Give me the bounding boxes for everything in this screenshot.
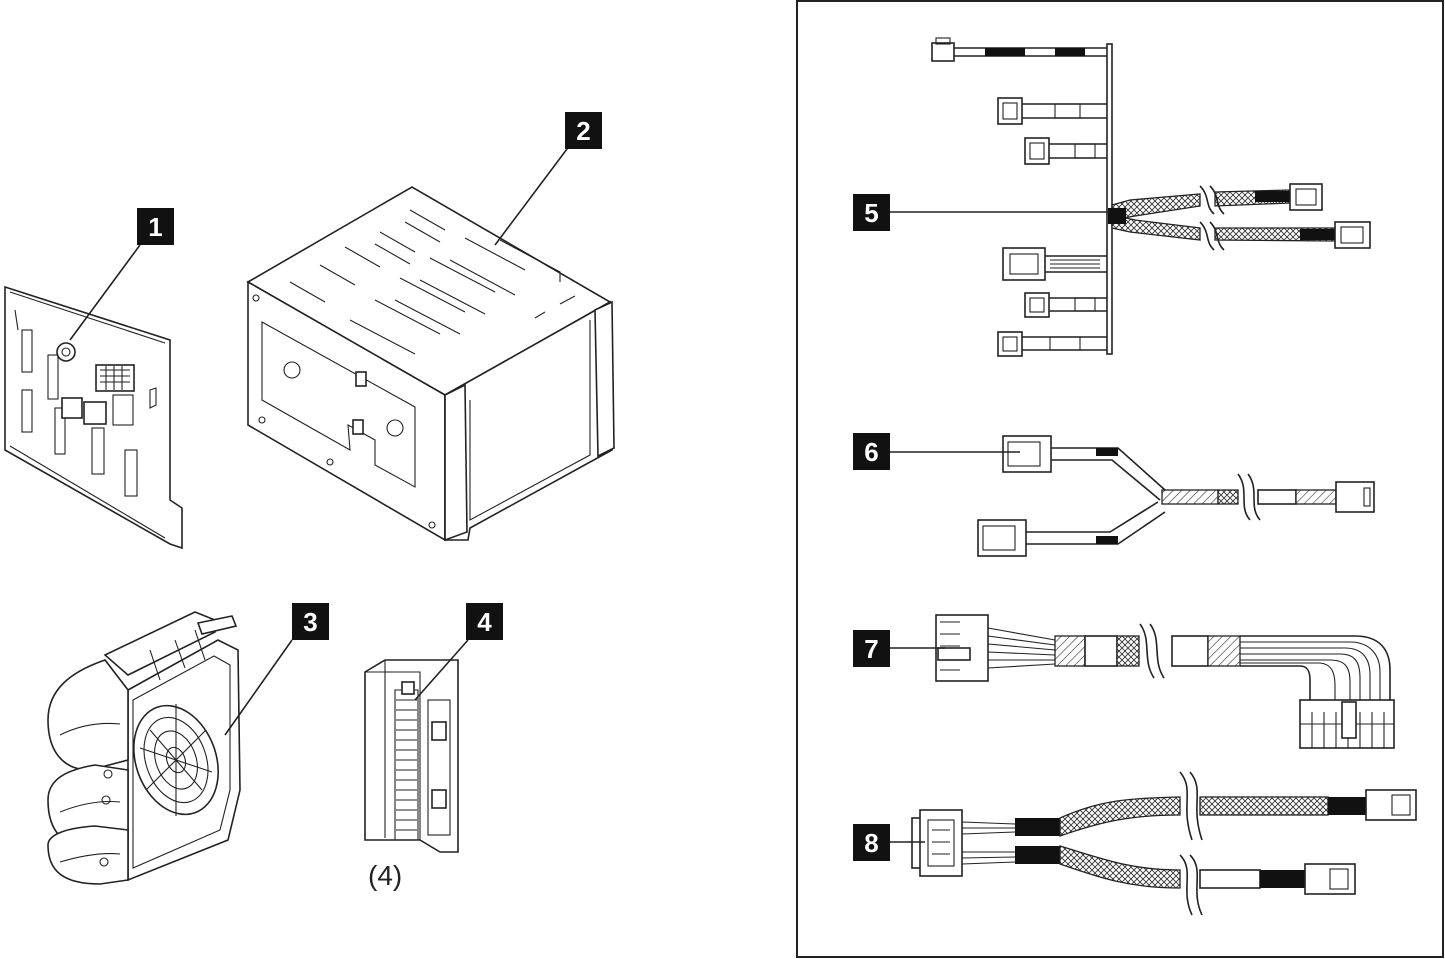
harness-connector-a: [997, 97, 1107, 125]
cable-panel-frame: [796, 0, 1444, 958]
callout-8: 8: [853, 824, 890, 861]
drive-cage-illustration: [246, 186, 615, 542]
svg-text:3: 3: [303, 607, 317, 637]
callout-7: 7: [853, 630, 890, 667]
svg-text:7: 7: [864, 634, 878, 664]
svg-text:2: 2: [576, 116, 590, 146]
cable-7-illustration: [935, 614, 1395, 749]
leader-line-2: [494, 144, 571, 246]
callout-3: 3: [292, 603, 329, 640]
callout-5: 5: [853, 194, 890, 231]
backplate-illustration: [4, 285, 183, 550]
leader-line-4: [414, 639, 469, 701]
svg-text:6: 6: [864, 437, 878, 467]
cable-8-illustration: [911, 771, 1417, 916]
callout-1: 1: [137, 208, 174, 245]
callout-6: 6: [853, 433, 890, 470]
svg-text:1: 1: [148, 212, 162, 242]
cable-5-illustration: [931, 37, 1371, 357]
harness-connector-e: [997, 331, 1107, 357]
harness-connector-c: [1002, 247, 1107, 281]
callout-4: 4: [466, 603, 503, 640]
harness-connector-b: [1024, 137, 1107, 165]
filler-illustration: [364, 659, 459, 853]
leader-line-3: [224, 639, 293, 736]
cable-6-illustration: [977, 435, 1375, 557]
callout-2: 2: [565, 112, 602, 149]
harness-connector-d: [1024, 292, 1107, 318]
svg-text:8: 8: [864, 828, 878, 858]
quantity-note: (4): [368, 860, 402, 891]
svg-text:5: 5: [864, 198, 878, 228]
svg-text:4: 4: [477, 607, 492, 637]
fan-cage-illustration: [47, 611, 241, 885]
leader-line-1: [69, 244, 141, 341]
